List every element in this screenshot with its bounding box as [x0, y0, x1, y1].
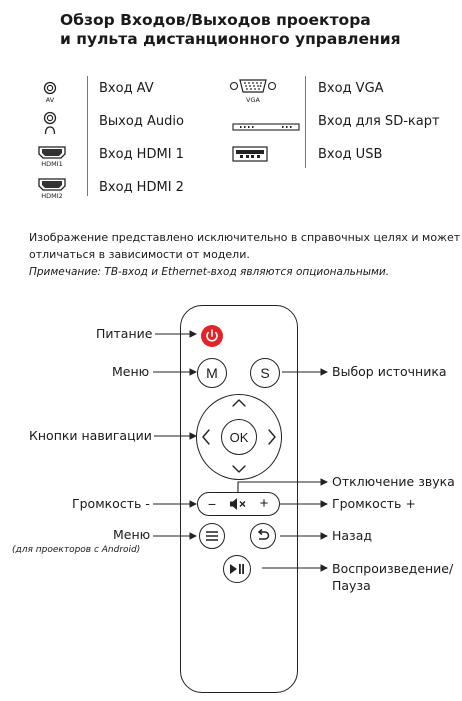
port-label-hdmi2: Вход HDMI 2: [99, 180, 184, 195]
power-icon: [206, 329, 218, 342]
android-menu-note: (для проекторов с Android): [12, 545, 141, 555]
title-line-1: Обзор Входов/Выходов проектора: [60, 11, 371, 29]
port-label-audio: Выход Audio: [99, 114, 184, 129]
back-button[interactable]: [250, 523, 276, 549]
port-caption: AV: [45, 96, 55, 104]
nav-arrows: [202, 399, 276, 473]
mute-icon[interactable]: [229, 497, 247, 511]
port-caption: HDMI2: [41, 192, 63, 200]
arrow-right-icon[interactable]: [268, 429, 276, 445]
column-divider: [305, 76, 306, 168]
navigation-label: Кнопки навигации: [29, 428, 152, 443]
menu-label: Меню: [112, 364, 150, 379]
play-pause-icon: [230, 564, 244, 574]
volume-down-button[interactable]: −: [207, 496, 217, 512]
title-line-2: и пульта дистанционного управления: [60, 30, 401, 48]
port-label-usb: Вход USB: [318, 147, 383, 162]
port-label-hdmi1: Вход HDMI 1: [99, 147, 184, 162]
column-divider: [87, 76, 88, 196]
page-title: Обзор Входов/Выходов проектора и пульта …: [60, 11, 440, 49]
arrow-left-icon[interactable]: [202, 429, 210, 445]
remote-control-body: [180, 305, 298, 693]
volume-down-label: Громкость -: [72, 496, 150, 511]
android-menu-button[interactable]: [199, 523, 225, 549]
volume-up-label: Громкость +: [332, 496, 416, 511]
audio-jack-icon: [38, 110, 62, 136]
vga-port-icon: [229, 78, 277, 96]
arrow-up-icon[interactable]: [232, 399, 246, 407]
port-caption: VGA: [246, 96, 260, 104]
volume-rocker: [197, 492, 280, 516]
play-pause-label: Воспроизведение/ Пауза: [332, 561, 454, 593]
disclaimer: Изображение представлено исключительно в…: [29, 231, 461, 261]
hamburger-icon: [206, 531, 218, 541]
play-pause-button[interactable]: [223, 555, 251, 583]
port-label-av: Вход AV: [99, 81, 154, 96]
usb-port-icon: [232, 146, 268, 162]
av-jack-icon: [38, 80, 62, 104]
port-label-vga: Вход VGA: [318, 81, 384, 96]
ok-button[interactable]: OK: [221, 419, 257, 455]
source-button[interactable]: S: [250, 358, 280, 388]
port-caption: HDMI1: [41, 160, 63, 168]
volume-up-button[interactable]: +: [259, 495, 269, 512]
power-button[interactable]: [201, 325, 223, 347]
menu-button[interactable]: M: [197, 358, 227, 388]
port-label-sd: Вход для SD-карт: [318, 114, 440, 129]
power-label: Питание: [96, 326, 153, 341]
back-arrow-icon: [257, 529, 270, 540]
mute-label: Отключение звука: [332, 474, 455, 489]
android-menu-label: Меню: [113, 527, 151, 542]
hdmi-port-icon: [38, 144, 66, 159]
back-label: Назад: [332, 528, 373, 543]
hdmi-port-icon: [38, 176, 66, 191]
optional-note: Примечание: ТВ-вход и Ethernet-вход явля…: [29, 266, 390, 278]
source-label: Выбор источника: [332, 364, 447, 379]
sd-slot-icon: [232, 117, 300, 131]
arrow-down-icon[interactable]: [232, 465, 246, 473]
